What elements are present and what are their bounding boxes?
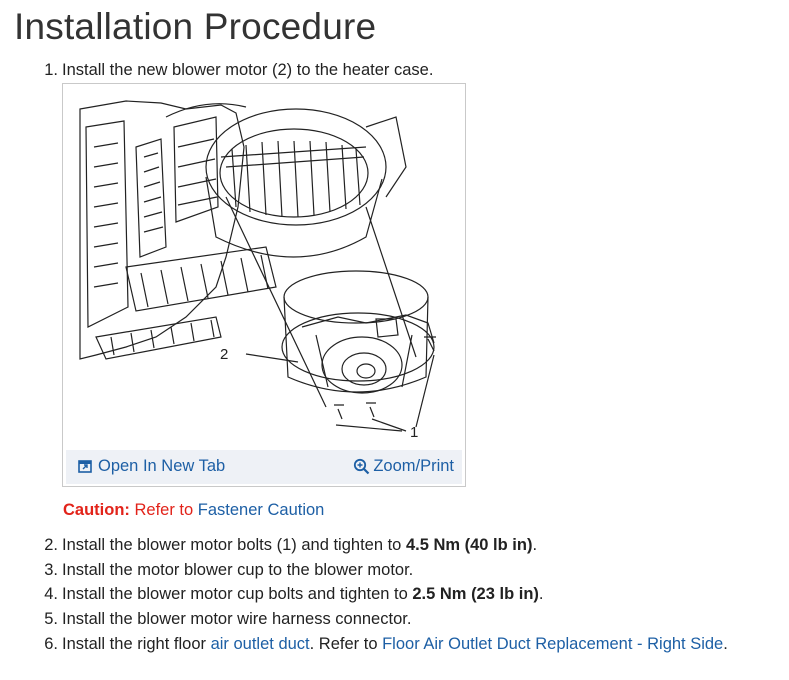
magnifier-plus-icon [354, 458, 370, 475]
zoom-print-label: Zoom/Print [373, 457, 454, 475]
open-in-new-tab-button[interactable]: Open In New Tab [78, 457, 225, 476]
page-title: Installation Procedure [14, 6, 377, 47]
step-number: 2. [44, 536, 58, 554]
step-text-end: . [723, 635, 728, 653]
callout-1: 1 [410, 424, 418, 441]
air-outlet-duct-link[interactable]: air outlet duct [210, 635, 310, 653]
step-text-end: . [532, 536, 538, 554]
callout-2: 2 [220, 346, 228, 363]
step-number: 1. [44, 61, 58, 79]
step-number: 6. [44, 635, 58, 653]
caution-text: Refer to [134, 501, 198, 519]
step-number: 4. [44, 585, 58, 603]
figure-panel: 2 1 Open In New Tab Zoom/Print [62, 83, 466, 487]
step-1: 1.Install the new blower motor (2) to th… [38, 61, 433, 80]
step-4: 4.Install the blower motor cup bolts and… [38, 585, 544, 604]
blower-motor-drawing: 2 1 [79, 100, 436, 441]
step-text-end: . [538, 585, 544, 603]
fastener-caution-link[interactable]: Fastener Caution [197, 501, 325, 519]
step-3: 3.Install the motor blower cup to the bl… [38, 561, 413, 580]
step-text: Install the blower motor cup bolts and t… [62, 585, 413, 603]
step-5: 5.Install the blower motor wire harness … [38, 610, 411, 629]
caution-note: Caution: Refer to Fastener Caution [63, 501, 324, 520]
torque-value: 2.5 Nm (23 lb in) [412, 585, 539, 603]
blower-motor-illustration[interactable]: 2 1 [66, 87, 462, 449]
step-text: Install the new blower motor (2) to the … [62, 61, 434, 79]
step-2: 2.Install the blower motor bolts (1) and… [38, 536, 537, 555]
step-6: 6.Install the right floor air outlet duc… [38, 635, 728, 654]
step-text: Install the blower motor wire harness co… [62, 610, 412, 628]
step-text: Install the right floor [62, 635, 211, 653]
step-text-mid: . Refer to [309, 635, 383, 653]
figure-toolbar: Open In New Tab Zoom/Print [66, 450, 462, 484]
step-text: Install the motor blower cup to the blow… [62, 561, 414, 579]
open-in-new-tab-icon [78, 460, 92, 473]
open-in-new-tab-label: Open In New Tab [98, 457, 226, 475]
floor-air-outlet-duct-replacement-link[interactable]: Floor Air Outlet Duct Replacement - Righ… [382, 635, 724, 653]
caution-label: Caution: [63, 501, 130, 519]
step-text: Install the blower motor bolts (1) and t… [62, 536, 406, 554]
step-number: 5. [44, 610, 58, 628]
step-number: 3. [44, 561, 58, 579]
zoom-print-button[interactable]: Zoom/Print [353, 457, 454, 476]
torque-value: 4.5 Nm (40 lb in) [405, 536, 533, 554]
